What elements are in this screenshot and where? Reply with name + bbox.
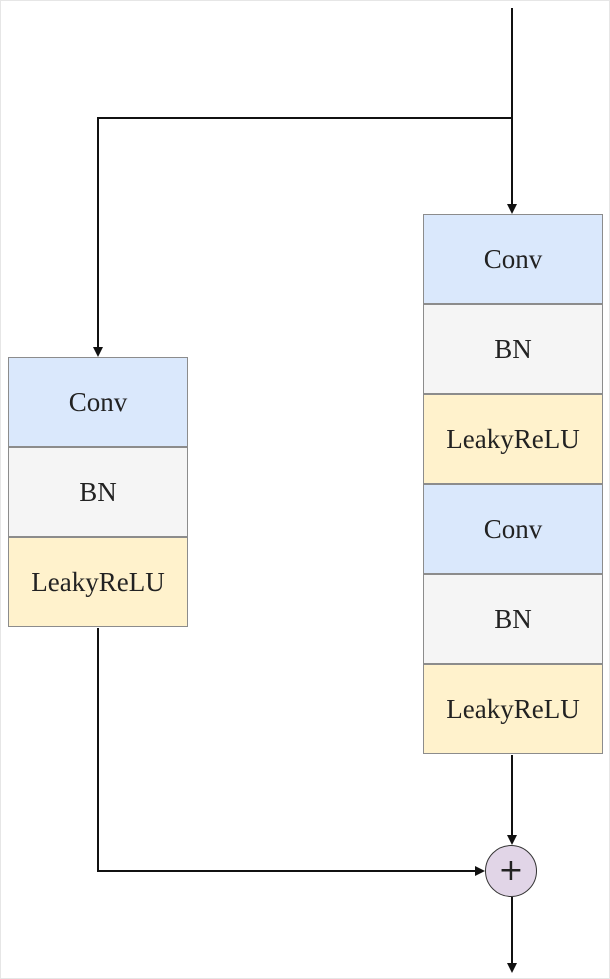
left-leakyrelu-label: LeakyReLU [31,566,165,597]
left-branch-to-adder-arrow [97,628,485,876]
right-bn-block-1: BN [423,304,603,394]
right-bn-label-1: BN [494,333,532,364]
left-bn-block: BN [8,447,188,537]
add-symbol: + [498,853,524,888]
right-conv-label-2: Conv [483,513,543,544]
right-leakyrelu-label-2: LeakyReLU [446,693,580,724]
left-leakyrelu-block: LeakyReLU [8,537,188,627]
right-bn-block-2: BN [423,574,603,664]
right-conv-label-1: Conv [483,243,543,274]
shortcut-split-arrow [93,117,512,357]
right-leakyrelu-label-1: LeakyReLU [446,423,580,454]
left-conv-block: Conv [8,357,188,447]
right-leakyrelu-block-2: LeakyReLU [423,664,603,754]
right-leakyrelu-block-1: LeakyReLU [423,394,603,484]
right-bn-label-2: BN [494,603,532,634]
add-node: + [485,845,537,897]
left-bn-label: BN [79,476,117,507]
left-conv-label: Conv [68,386,128,417]
right-conv-block-1: Conv [423,214,603,304]
right-conv-block-2: Conv [423,484,603,574]
